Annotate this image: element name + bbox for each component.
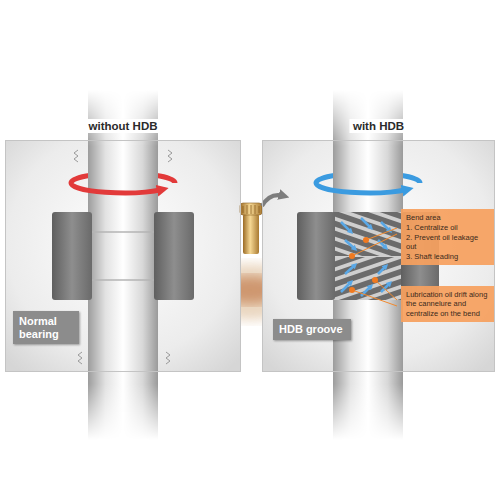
panel-heading: with HDB [349, 119, 408, 133]
shaft-neck [92, 231, 154, 233]
part-label-box: HDB groove [273, 319, 351, 340]
leader-dot [372, 277, 378, 283]
comparison-panel: without HDBNormal bearing [5, 140, 241, 372]
leader-dot [363, 237, 369, 243]
callout-text: 1. Centralize oil [406, 223, 489, 232]
oil-flow-arrow [381, 283, 390, 292]
shaft [333, 90, 403, 440]
oil-flow-arrow [361, 218, 371, 228]
hdb-groove-pattern [333, 257, 403, 300]
leader-dot [349, 287, 355, 293]
bearing-block [52, 212, 92, 300]
bearing-block [154, 212, 194, 300]
knurl-lines [243, 205, 259, 214]
vibration-mark [78, 352, 82, 364]
rotation-arrow [71, 183, 163, 193]
callout-box: Bend area1. Centralize oil2. Prevent oil… [401, 209, 494, 265]
leader-line [352, 290, 397, 306]
groove-stripe [333, 298, 403, 300]
bearing-block [297, 212, 335, 300]
hdb-groove-pattern [333, 212, 403, 256]
comparison-panel: with HDBHDB grooveBend area1. Centralize… [262, 140, 495, 372]
vibration-mark [74, 150, 78, 162]
rotation-arrow [316, 183, 408, 193]
part-label-box: Normal bearing [13, 311, 79, 344]
leader-line [366, 228, 397, 240]
callout-text: Lubrication oil drift along the cannelur… [406, 290, 489, 318]
bearing-cap [240, 203, 262, 215]
leader-line [375, 280, 397, 300]
groove-stripe [333, 250, 403, 256]
shaft-neck [92, 279, 154, 281]
shaft-group [88, 90, 158, 440]
leader-lines [352, 228, 397, 306]
vibration-mark [168, 150, 172, 162]
brass-bearing [243, 214, 259, 254]
part-label: HDB groove [279, 323, 345, 336]
oil-flow-arrow [378, 266, 386, 274]
oil-flow-arrow [341, 222, 351, 232]
shaft-group [333, 90, 403, 440]
oil-flow-arrow [381, 222, 390, 231]
oil-flow-arrow [345, 240, 355, 249]
callout-box: Lubrication oil drift along the cannelur… [401, 286, 494, 322]
vibration-mark [166, 352, 170, 364]
part-label: Normal bearing [19, 315, 73, 340]
callout-heading: Bend area [406, 213, 489, 222]
shaft [88, 90, 158, 440]
callout-text: 3. Shaft leading [406, 252, 489, 261]
oil-flow-arrows [341, 218, 390, 296]
leader-dot [349, 253, 355, 259]
callout-text: 2. Prevent oil leakage out [406, 233, 489, 252]
pointer-arrow [262, 195, 284, 206]
leader-line [352, 234, 397, 256]
oil-flow-arrow [345, 265, 355, 274]
panel-heading: without HDB [85, 119, 162, 133]
